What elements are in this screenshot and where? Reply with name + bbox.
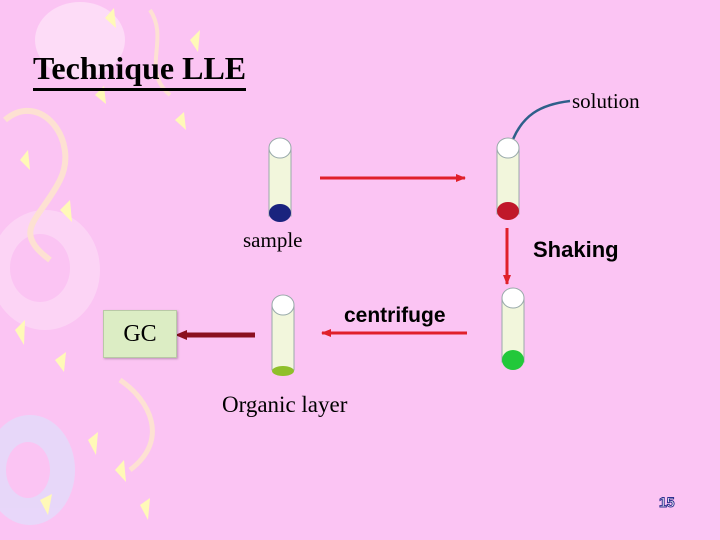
centrifuge-label: centrifuge xyxy=(344,304,446,327)
confetti-decoration xyxy=(15,8,200,520)
organic-layer-tube xyxy=(271,294,295,376)
solution-label: solution xyxy=(572,89,640,113)
page-number: 15 xyxy=(659,494,676,511)
gc-box: GC xyxy=(103,310,177,358)
sample-label: sample xyxy=(243,228,303,252)
sample-tube xyxy=(268,137,292,222)
balloon-decoration xyxy=(0,2,172,525)
shaken-tube xyxy=(501,287,525,370)
slide-title: Technique LLE xyxy=(33,50,247,91)
gc-label: GC xyxy=(123,321,157,347)
solution-tube xyxy=(496,137,520,220)
organic-layer-label: Organic layer xyxy=(222,392,348,417)
shaking-label: Shaking xyxy=(533,237,619,262)
